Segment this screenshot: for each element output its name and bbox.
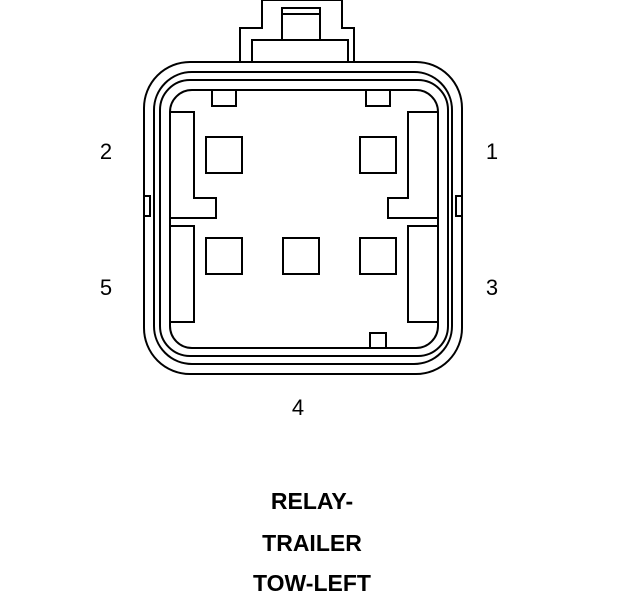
- pin-label-2: 2: [99, 139, 113, 164]
- housing-outer: [143, 61, 463, 375]
- pin-label-1: 1: [485, 139, 499, 164]
- housing-inner-outer: [159, 79, 449, 357]
- terminal-pin-5: [205, 237, 243, 275]
- terminal-pin-3: [359, 237, 397, 275]
- caption-line-3: TOW-LEFT: [253, 570, 371, 596]
- housing-middle: [153, 71, 453, 365]
- terminal-pin-4: [282, 237, 320, 275]
- locking-tab: [239, 0, 355, 70]
- top-key-right: [365, 89, 391, 107]
- terminal-pin-2: [205, 136, 243, 174]
- right-side-notch: [455, 195, 463, 217]
- bottom-key: [369, 332, 387, 349]
- left-side-notch: [143, 195, 151, 217]
- pin-label-5: 5: [99, 275, 113, 300]
- tab-outer-outline: [239, 0, 355, 70]
- terminal-pin-1: [359, 136, 397, 174]
- left-upper-guide: [170, 111, 217, 219]
- caption-line-1: RELAY-: [270, 488, 354, 514]
- pin-label-4: 4: [291, 395, 305, 420]
- left-lower-guide: [170, 225, 195, 323]
- right-lower-guide: [407, 225, 438, 323]
- tab-latch: [281, 7, 321, 40]
- right-upper-guide: [387, 111, 438, 219]
- top-key-left: [211, 89, 237, 107]
- pin-label-3: 3: [485, 275, 499, 300]
- caption-line-2: TRAILER: [262, 530, 362, 556]
